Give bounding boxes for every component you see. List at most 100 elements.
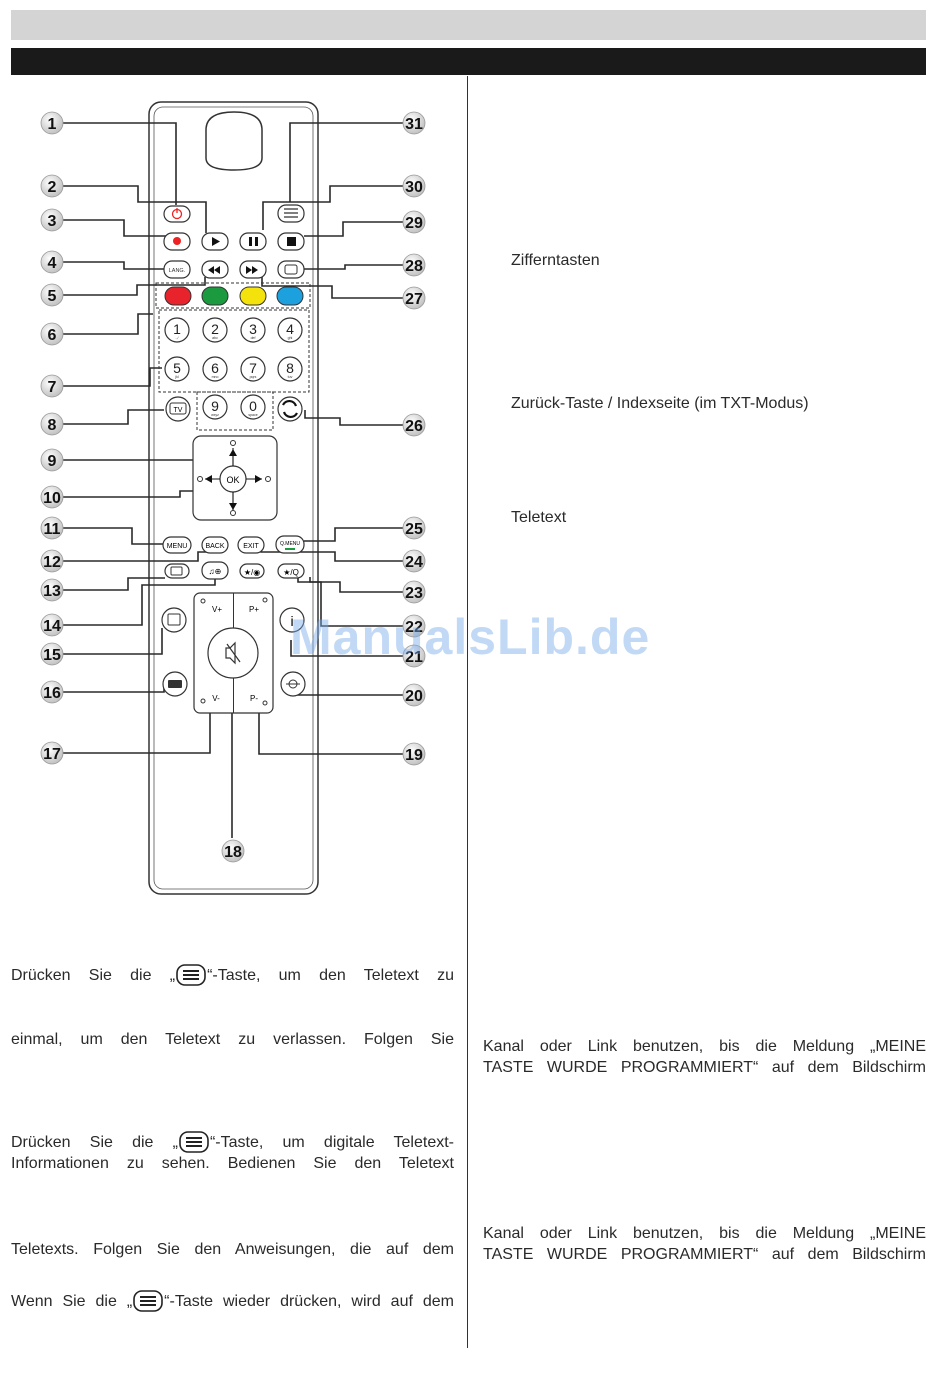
- menu-label: MENU: [167, 543, 188, 550]
- exit-button: [237, 536, 265, 554]
- vminus-label: V-: [212, 694, 220, 703]
- callout-number: 21: [405, 649, 423, 666]
- callout-number: 18: [224, 844, 242, 861]
- ir-window: [205, 111, 263, 171]
- callout-circle-19: [402, 742, 426, 766]
- vplus-label: V+: [212, 605, 222, 614]
- header-black-band: [11, 48, 926, 75]
- teletext-paragraph-3: Drücken Sie die „“-Taste, um digitale Te…: [11, 1131, 454, 1174]
- right-paragraph-1-line2: TASTE WURDE PROGRAMMIERT“ auf dem Bildsc…: [483, 1059, 926, 1076]
- digit-sublabel: def: [251, 336, 256, 340]
- svg-text:♫⊕: ♫⊕: [209, 567, 222, 576]
- callout-number: 15: [43, 647, 61, 664]
- stop-icon: [287, 237, 296, 246]
- pplus-label: P+: [249, 605, 259, 614]
- back-button: [201, 536, 229, 554]
- callout-number: 13: [43, 583, 61, 600]
- callout-number: 19: [405, 747, 423, 764]
- digit-key-9: [202, 394, 228, 420]
- record-icon: [173, 237, 181, 245]
- callout-number: 12: [43, 554, 61, 571]
- qmenu-label: Q.MENU: [280, 541, 300, 547]
- red-key: [164, 286, 192, 306]
- callout-number: 24: [405, 554, 423, 571]
- callout-circle-10: [40, 485, 64, 509]
- green-key: [201, 286, 229, 306]
- callout-circle-16: [40, 680, 64, 704]
- callout-circle-13: [40, 578, 64, 602]
- callout-circle-21: [402, 644, 426, 668]
- callout-circle-6: [40, 322, 64, 346]
- teletext-icon: [133, 1290, 163, 1312]
- callout-number: 4: [48, 255, 57, 272]
- digit-label: 5: [173, 360, 181, 376]
- digit-sublabel: .,/: [176, 336, 179, 340]
- picture-button: [201, 561, 229, 580]
- callout-number: 1: [48, 116, 57, 133]
- callout-number: 9: [48, 453, 57, 470]
- callout-number: 6: [48, 327, 57, 344]
- callout-number: 22: [405, 619, 423, 636]
- digit-key-3: [240, 317, 266, 343]
- digit-sublabel: ghi: [288, 336, 293, 340]
- ok-label: OK: [226, 475, 239, 485]
- callout-circle-5: [40, 283, 64, 307]
- fav2-button: [277, 563, 305, 579]
- back-label: BACK: [205, 543, 224, 550]
- exit-label: EXIT: [243, 543, 259, 550]
- watermark: ManualsLib.de: [290, 609, 651, 665]
- yellow-key: [239, 286, 267, 306]
- subtitle-button: [277, 260, 305, 279]
- rewind-icon: [208, 266, 220, 274]
- media-button: [164, 563, 190, 579]
- callout-circle-29: [402, 210, 426, 234]
- callout-number: 3: [48, 213, 57, 230]
- callout-circle-12: [40, 549, 64, 573]
- callout-circle-22: [402, 614, 426, 638]
- callout-number: 29: [405, 215, 423, 232]
- teletext-icon: [176, 964, 206, 986]
- callout-number: 8: [48, 417, 57, 434]
- callout-circle-14: [40, 613, 64, 637]
- column-divider: [467, 76, 468, 1348]
- callout-circle-4: [40, 250, 64, 274]
- callout-circle-31: [402, 111, 426, 135]
- callout-number: 2: [48, 179, 57, 196]
- label-back-key: Zurück-Taste / Indexseite (im TXT-Modus): [511, 395, 809, 412]
- fav1-label: ★/◉: [244, 568, 260, 577]
- callout-number: 11: [44, 521, 61, 538]
- callout-circle-8: [40, 412, 64, 436]
- fastforward-icon: [246, 266, 258, 274]
- fav2-label: ★/Q: [283, 568, 299, 577]
- callout-circle-9: [40, 448, 64, 472]
- teletext-paragraph-4: Teletexts. Folgen Sie den Anweisungen, d…: [11, 1241, 454, 1258]
- callout-number: 17: [43, 746, 61, 763]
- digit-label: 0: [249, 398, 257, 414]
- header-grey-band: [11, 10, 926, 40]
- digit-sublabel: jkl: [174, 375, 179, 379]
- pause-icon: [249, 237, 252, 246]
- teletext-paragraph-5: Wenn Sie die „“-Taste wieder drücken, wi…: [11, 1290, 454, 1312]
- callout-number: 23: [405, 585, 423, 602]
- menu-button: [162, 536, 192, 554]
- callout-circle-28: [402, 253, 426, 277]
- callout-circle-18: [221, 839, 245, 863]
- digit-label: 1: [173, 321, 181, 337]
- callout-circle-1: [40, 111, 64, 135]
- right-paragraph-1-line1: Kanal oder Link benutzen, bis die Meldun…: [483, 1038, 926, 1055]
- pause-button: [239, 232, 267, 251]
- digit-label: 7: [249, 360, 257, 376]
- digit-keys: 1.,/2abc3def4ghi5jkl6mno7pqrs8tuv9wxyz0s…: [164, 317, 303, 420]
- swap-icon: [282, 399, 298, 419]
- teletext-icon: [284, 208, 298, 218]
- callout-number: 20: [405, 688, 423, 705]
- callout-circle-26: [402, 413, 426, 437]
- callout-circle-11: [40, 516, 64, 540]
- teletext-paragraph-3-line2: Informationen zu sehen. Bedienen Sie den…: [11, 1155, 454, 1172]
- digit-label: 3: [249, 321, 257, 337]
- callout-number: 10: [43, 490, 61, 507]
- qmenu-button: [275, 535, 305, 554]
- digit-key-0: [240, 394, 266, 420]
- callout-number: 16: [43, 685, 61, 702]
